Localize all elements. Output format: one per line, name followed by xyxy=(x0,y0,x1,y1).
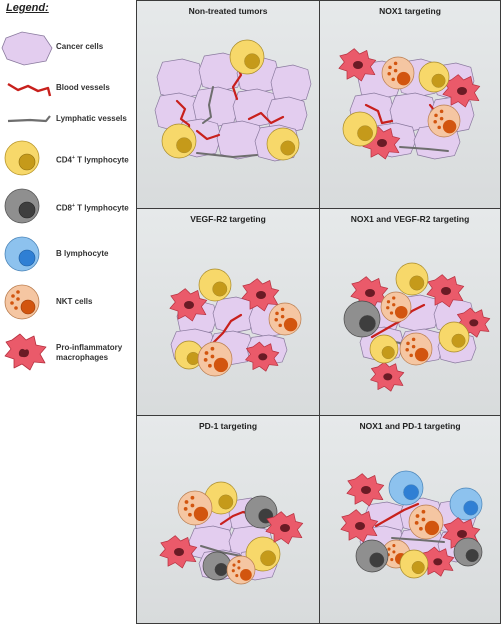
legend-item-cancer-cells: Cancer cells xyxy=(0,28,135,68)
lymphatic-vessel xyxy=(200,545,242,557)
panel-nox1: NOX1 targeting xyxy=(319,0,501,209)
cd4-t-cell xyxy=(204,481,238,515)
b-cell-icon xyxy=(4,236,40,272)
cd4-t-cell xyxy=(198,268,232,302)
panel-non-treated: Non-treated tumors xyxy=(136,0,320,209)
lymphatic-vessel xyxy=(202,86,214,124)
panel-vegfr2: VEGF-R2 targeting xyxy=(136,208,320,416)
cd4-t-cell xyxy=(418,61,450,93)
panel-title: Non-treated tumors xyxy=(188,6,268,16)
lymphatic-vessel xyxy=(399,146,449,152)
lymphatic-vessel xyxy=(196,152,258,158)
cd4-t-cell xyxy=(266,127,300,161)
panel-illustration xyxy=(340,470,483,579)
macrophage xyxy=(346,473,385,507)
nkt-cell xyxy=(268,302,302,336)
panel-title: NOX1 and VEGF-R2 targeting xyxy=(350,214,470,224)
legend-item-b-lymphocyte: B lymphocyte xyxy=(0,232,135,276)
blood-vessel xyxy=(211,313,243,345)
cd8-t-cell xyxy=(343,300,381,338)
panel-title: VEGF-R2 targeting xyxy=(190,214,266,224)
cd4-t-cell xyxy=(174,340,204,370)
blood-vessel xyxy=(374,502,420,528)
legend: Legend: Cancer cells Blood vessels Lymph… xyxy=(0,0,135,625)
cd8-t-cell xyxy=(202,551,232,581)
cd4-t-cell xyxy=(399,549,429,579)
blood-vessel xyxy=(247,111,285,125)
legend-label-blood-vessels: Blood vessels xyxy=(56,83,110,92)
cd4-t-cell xyxy=(229,39,265,75)
macrophage xyxy=(370,361,405,392)
macrophage xyxy=(442,74,481,108)
panel-title: PD-1 targeting xyxy=(198,421,258,431)
legend-label-lymphatic-vessels: Lymphatic vessels xyxy=(56,114,127,123)
nkt-cell xyxy=(399,332,433,366)
macrophage xyxy=(159,535,198,569)
cd4-t-cell-icon xyxy=(4,140,40,176)
macrophage xyxy=(241,278,280,312)
macrophage xyxy=(265,511,304,545)
cancer-cell xyxy=(266,96,308,134)
cancer-cell xyxy=(270,64,312,104)
cd4-t-cell xyxy=(342,111,378,147)
cd4-t-cell xyxy=(369,334,399,364)
cancer-cell-icon xyxy=(1,31,53,66)
legend-title: Legend: xyxy=(6,2,49,14)
nkt-cell xyxy=(226,555,256,585)
nkt-cell xyxy=(408,504,444,540)
panel-grid: Non-treated tumors NOX1 targeting VEGF-R… xyxy=(136,0,501,624)
legend-item-nkt-cells: NKT cells xyxy=(0,280,135,324)
legend-item-blood-vessels: Blood vessels xyxy=(0,78,135,98)
panel-illustration xyxy=(169,268,302,377)
nkt-cell xyxy=(177,490,213,526)
cd8-t-cell xyxy=(355,539,389,573)
lymphatic-vessel-icon xyxy=(7,115,51,123)
panel-pd1: PD-1 targeting xyxy=(136,415,320,624)
blood-vessel xyxy=(364,103,394,125)
panel-nox1-vegfr2: NOX1 and VEGF-R2 targeting xyxy=(319,208,501,416)
macrophage xyxy=(338,48,377,82)
macrophage xyxy=(169,288,208,322)
macrophage xyxy=(245,341,280,372)
b-cell xyxy=(449,487,483,521)
nkt-cell xyxy=(197,341,233,377)
macrophage-icon xyxy=(4,333,47,371)
cd4-t-cell xyxy=(245,536,281,572)
legend-item-cd4-t-lymphocyte: CD4+ T lymphocyte xyxy=(0,136,135,180)
panel-illustration xyxy=(343,262,491,392)
panel-illustration xyxy=(159,481,304,585)
cd4-t-cell xyxy=(395,262,429,296)
legend-label-cancer-cells: Cancer cells xyxy=(56,42,104,51)
macrophage xyxy=(340,509,379,543)
panel-nox1-pd1: NOX1 and PD-1 targeting xyxy=(319,415,501,624)
cancer-cell xyxy=(212,296,256,334)
cd4-t-cell xyxy=(438,321,470,353)
legend-item-lymphatic-vessels: Lymphatic vessels xyxy=(0,108,135,128)
nkt-cell xyxy=(380,291,412,323)
legend-item-cd8-t-lymphocyte: CD8+ T lymphocyte xyxy=(0,184,135,228)
b-cell xyxy=(388,470,424,506)
panel-illustration xyxy=(338,48,481,160)
legend-label-macrophages: Pro-inflammatory macrophages xyxy=(56,343,123,362)
cd4-t-cell xyxy=(161,123,197,159)
blood-vessel-icon xyxy=(7,82,52,97)
legend-label-cd8: CD8+ T lymphocyte xyxy=(56,203,129,213)
legend-label-cd4: CD4+ T lymphocyte xyxy=(56,155,129,165)
legend-label-b-lymphocyte: B lymphocyte xyxy=(56,249,109,258)
nkt-cell-icon xyxy=(4,284,40,320)
macrophage xyxy=(426,274,465,308)
cd8-t-cell-icon xyxy=(4,188,40,224)
lymphatic-vessel xyxy=(391,537,445,543)
cd8-t-cell xyxy=(453,537,483,567)
nkt-cell xyxy=(427,104,461,138)
legend-label-nkt-cells: NKT cells xyxy=(56,297,93,306)
panel-title: NOX1 targeting xyxy=(379,6,441,16)
blood-vessel xyxy=(195,129,221,141)
nkt-cell xyxy=(381,56,415,90)
legend-item-macrophages: Pro-inflammatory macrophages xyxy=(0,330,135,374)
panel-illustration xyxy=(154,39,312,162)
panel-title: NOX1 and PD-1 targeting xyxy=(359,421,461,431)
